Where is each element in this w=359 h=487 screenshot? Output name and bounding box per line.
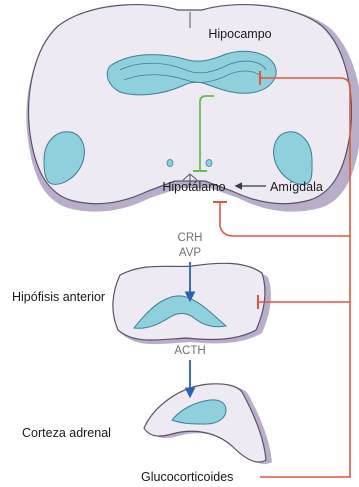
label-acth: ACTH <box>174 345 205 357</box>
label-hypothalamus: Hipotálamo <box>162 180 225 194</box>
label-adrenal: Corteza adrenal <box>22 426 111 440</box>
pituitary-gland <box>113 263 271 344</box>
label-pituitary: Hipófisis anterior <box>12 290 105 304</box>
label-avp: AVP <box>179 247 201 259</box>
label-glucocorticoids: Glucocorticoides <box>141 470 233 484</box>
ventricle-left <box>167 160 173 167</box>
label-amygdala: Amígdala <box>270 180 323 194</box>
ventricle-right <box>206 160 212 167</box>
label-hippocampus: Hipocampo <box>208 27 271 41</box>
label-crh: CRH <box>178 232 203 244</box>
adrenal-gland <box>144 384 272 464</box>
